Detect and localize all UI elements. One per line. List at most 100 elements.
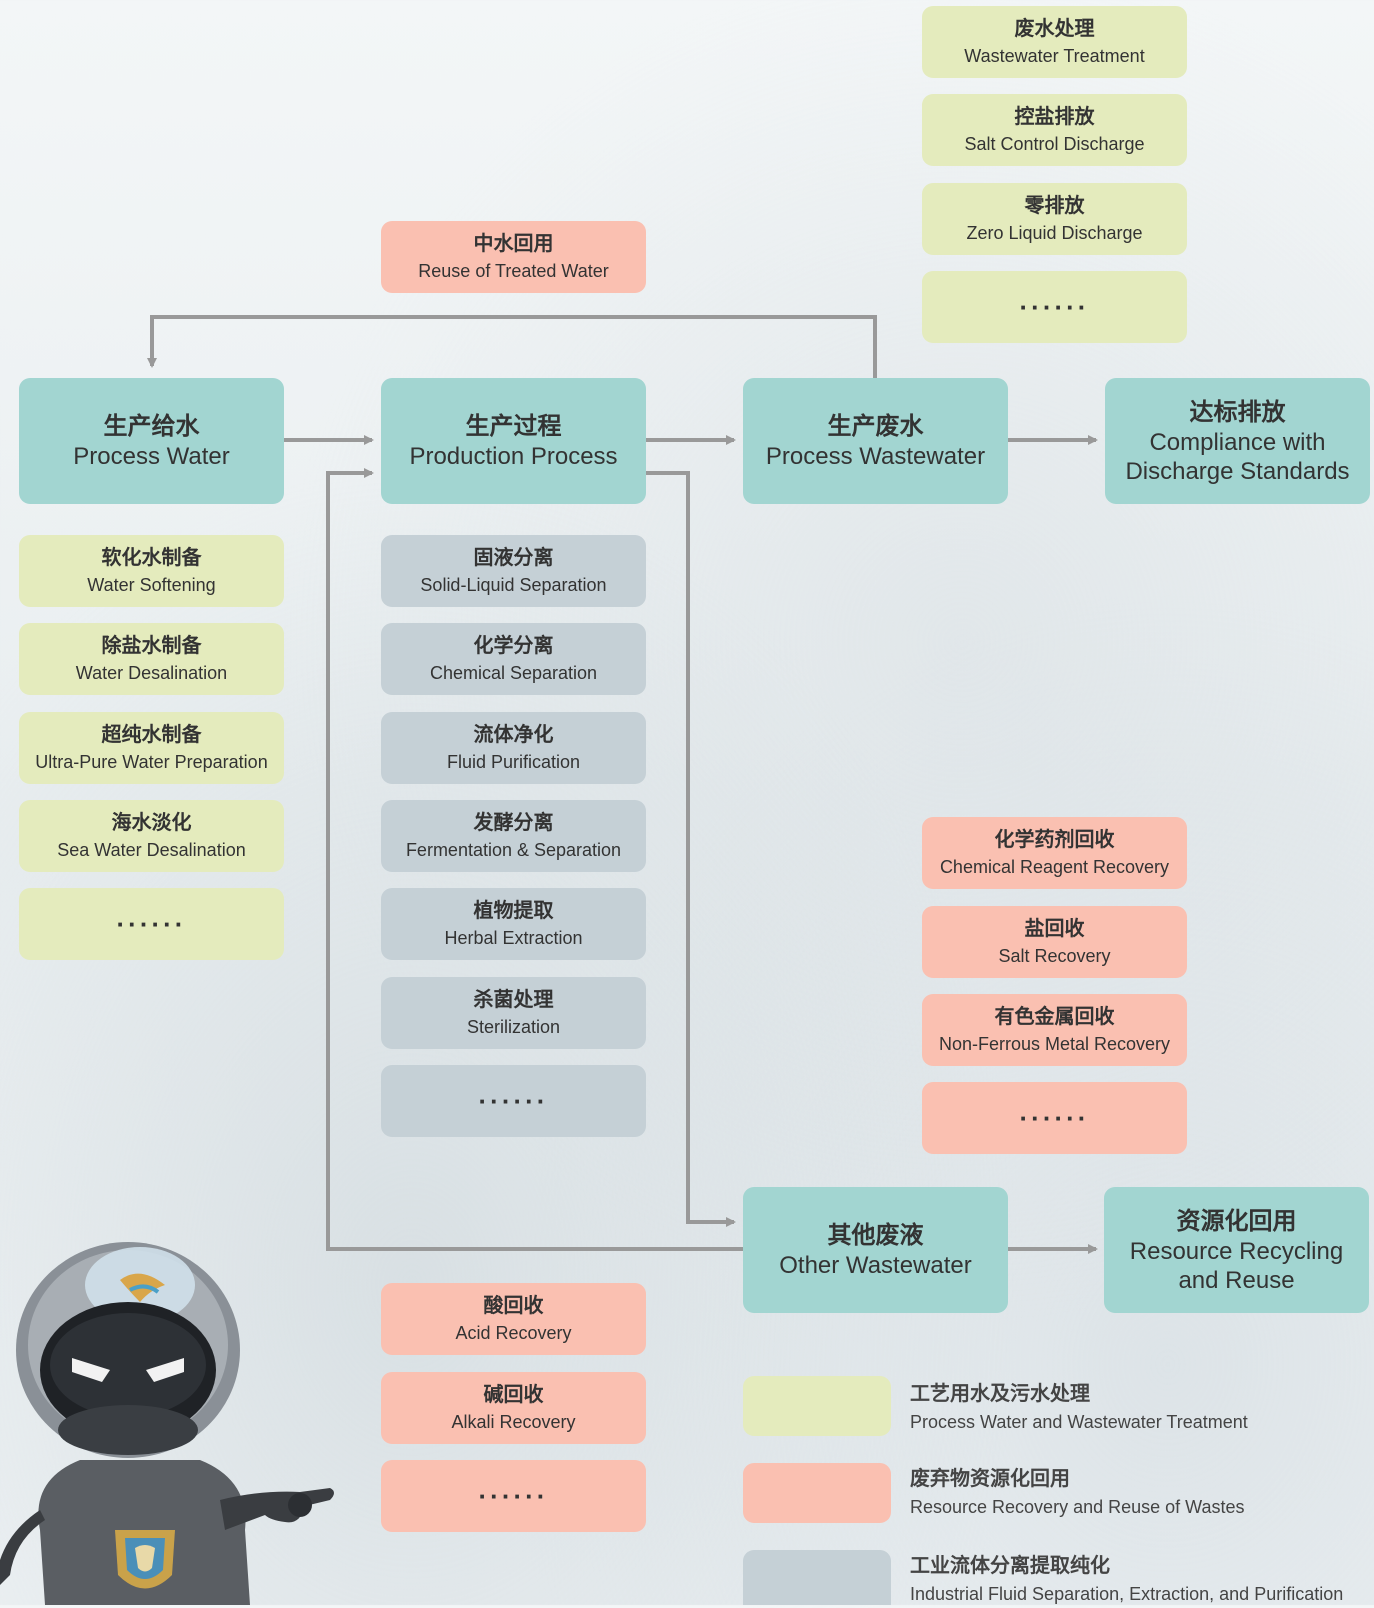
node-process-wastewater: 生产废水 Process Wastewater bbox=[743, 378, 1008, 504]
node-en-label: Process Water bbox=[73, 443, 230, 470]
box-cn-label: 软化水制备 bbox=[101, 547, 202, 569]
wastewater-option: 零排放 Zero Liquid Discharge bbox=[922, 183, 1187, 255]
node-cn-label: 生产给水 bbox=[103, 413, 200, 440]
recovery-item: 化学药剂回收 Chemical Reagent Recovery bbox=[922, 817, 1187, 889]
node-cn-label: 生产废水 bbox=[827, 413, 924, 440]
water-prep-item: 超纯水制备 Ultra-Pure Water Preparation bbox=[19, 712, 284, 784]
box-cn-label: 化学分离 bbox=[473, 635, 554, 657]
node-process-water: 生产给水 Process Water bbox=[19, 378, 284, 504]
box-en-label: Water Softening bbox=[87, 575, 216, 595]
box-en-label: Fermentation & Separation bbox=[405, 840, 622, 860]
box-cn-label: 碱回收 bbox=[483, 1384, 544, 1406]
box-en-label: Non-Ferrous Metal Recovery bbox=[938, 1034, 1171, 1054]
legend-entry: 废弃物资源化回用 Resource Recovery and Reuse of … bbox=[910, 1465, 1245, 1521]
separation-item: 杀菌处理 Sterilization bbox=[381, 977, 646, 1049]
reuse-loop-arrow bbox=[147, 315, 877, 378]
box-en-label: Acid Recovery bbox=[455, 1323, 572, 1343]
box-cn-label: 零排放 bbox=[1024, 195, 1085, 217]
box-cn-label: 化学药剂回收 bbox=[994, 829, 1115, 851]
node-resource-recycling: 资源化回用 Resource Recycling and Reuse bbox=[1104, 1187, 1369, 1313]
box-en-label: Herbal Extraction bbox=[444, 928, 583, 948]
wastewater-option: 控盐排放 Salt Control Discharge bbox=[922, 94, 1187, 166]
node-en-label: Compliance with Discharge Standards bbox=[1125, 428, 1350, 485]
node-en-label: Resource Recycling and Reuse bbox=[1129, 1237, 1344, 1294]
box-en-label: Chemical Separation bbox=[429, 663, 598, 683]
water-prep-item: 除盐水制备 Water Desalination bbox=[19, 623, 284, 695]
recovery-item: 碱回收 Alkali Recovery bbox=[381, 1372, 646, 1444]
box-en-label: Wastewater Treatment bbox=[964, 46, 1145, 66]
separation-item: 固液分离 Solid-Liquid Separation bbox=[381, 535, 646, 607]
box-en-label: Sea Water Desalination bbox=[57, 840, 246, 860]
box-cn-label: 中水回用 bbox=[473, 233, 554, 255]
legend-en-label: Resource Recovery and Reuse of Wastes bbox=[910, 1497, 1245, 1517]
water-prep-item: 软化水制备 Water Softening bbox=[19, 535, 284, 607]
box-cn-label: 废水处理 bbox=[1014, 18, 1095, 40]
legend-en-label: Process Water and Wastewater Treatment bbox=[910, 1412, 1248, 1432]
box-en-label: Reuse of Treated Water bbox=[418, 261, 609, 281]
recovery-more: ······ bbox=[922, 1082, 1187, 1154]
box-cn-label: 除盐水制备 bbox=[101, 635, 202, 657]
legend-cn-label: 废弃物资源化回用 bbox=[910, 1468, 1070, 1490]
box-en-label: Salt Recovery bbox=[998, 946, 1111, 966]
ellipsis-label: ······ bbox=[478, 1086, 549, 1116]
recovery-more: ······ bbox=[381, 1460, 646, 1532]
node-compliance: 达标排放 Compliance with Discharge Standards bbox=[1105, 378, 1370, 504]
box-cn-label: 杀菌处理 bbox=[473, 989, 554, 1011]
node-cn-label: 生产过程 bbox=[465, 413, 562, 440]
legend-cn-label: 工业流体分离提取纯化 bbox=[910, 1555, 1110, 1577]
node-en-label: Other Wastewater bbox=[779, 1252, 972, 1279]
box-cn-label: 发酵分离 bbox=[473, 812, 554, 834]
node-en-label: Process Wastewater bbox=[765, 443, 986, 470]
wastewater-option: 废水处理 Wastewater Treatment bbox=[922, 6, 1187, 78]
box-cn-label: 有色金属回收 bbox=[994, 1006, 1115, 1028]
legend-en-label: Industrial Fluid Separation, Extraction,… bbox=[910, 1584, 1344, 1604]
box-cn-label: 流体净化 bbox=[473, 724, 554, 746]
ellipsis-label: ······ bbox=[1019, 1103, 1090, 1133]
box-cn-label: 固液分离 bbox=[473, 547, 554, 569]
separation-more: ······ bbox=[381, 1065, 646, 1137]
node-cn-label: 其他废液 bbox=[827, 1222, 924, 1249]
legend-entry: 工艺用水及污水处理 Process Water and Wastewater T… bbox=[910, 1380, 1248, 1436]
reuse-treated-water-box: 中水回用 Reuse of Treated Water bbox=[381, 221, 646, 293]
ellipsis-label: ······ bbox=[1019, 292, 1090, 322]
node-cn-label: 资源化回用 bbox=[1176, 1207, 1297, 1235]
box-cn-label: 超纯水制备 bbox=[101, 724, 202, 746]
arrow-production-to-other bbox=[646, 471, 736, 1227]
separation-item: 发酵分离 Fermentation & Separation bbox=[381, 800, 646, 872]
box-en-label: Sterilization bbox=[466, 1017, 561, 1037]
box-cn-label: 酸回收 bbox=[483, 1295, 544, 1317]
robot-mascot-illustration bbox=[0, 1242, 334, 1605]
legend-swatch-grey bbox=[743, 1550, 891, 1605]
node-cn-label: 达标排放 bbox=[1189, 398, 1286, 426]
node-production-process: 生产过程 Production Process bbox=[381, 378, 646, 504]
wastewater-option-more: ······ bbox=[922, 271, 1187, 343]
box-en-label: Water Desalination bbox=[75, 663, 228, 683]
water-prep-more: ······ bbox=[19, 888, 284, 960]
box-cn-label: 控盐排放 bbox=[1014, 106, 1095, 128]
box-en-label: Fluid Purification bbox=[446, 752, 581, 772]
box-en-label: Salt Control Discharge bbox=[964, 134, 1145, 154]
separation-item: 化学分离 Chemical Separation bbox=[381, 623, 646, 695]
box-cn-label: 海水淡化 bbox=[111, 812, 192, 834]
legend-entry: 工业流体分离提取纯化 Industrial Fluid Separation, … bbox=[910, 1552, 1343, 1608]
box-en-label: Ultra-Pure Water Preparation bbox=[35, 752, 268, 772]
box-cn-label: 盐回收 bbox=[1024, 918, 1085, 940]
legend-swatch-pink bbox=[743, 1463, 891, 1523]
recovery-item: 酸回收 Acid Recovery bbox=[381, 1283, 646, 1355]
separation-item: 流体净化 Fluid Purification bbox=[381, 712, 646, 784]
box-en-label: Solid-Liquid Separation bbox=[420, 575, 607, 595]
water-prep-item: 海水淡化 Sea Water Desalination bbox=[19, 800, 284, 872]
node-other-wastewater: 其他废液 Other Wastewater bbox=[743, 1187, 1008, 1313]
box-en-label: Alkali Recovery bbox=[451, 1412, 576, 1432]
separation-item: 植物提取 Herbal Extraction bbox=[381, 888, 646, 960]
ellipsis-label: ······ bbox=[478, 1481, 549, 1511]
box-en-label: Zero Liquid Discharge bbox=[966, 223, 1143, 243]
legend-cn-label: 工艺用水及污水处理 bbox=[910, 1383, 1090, 1405]
box-cn-label: 植物提取 bbox=[473, 900, 554, 922]
ellipsis-label: ······ bbox=[116, 909, 187, 939]
recovery-item: 盐回收 Salt Recovery bbox=[922, 906, 1187, 978]
node-en-label: Production Process bbox=[409, 443, 618, 470]
recovery-item: 有色金属回收 Non-Ferrous Metal Recovery bbox=[922, 994, 1187, 1066]
legend-swatch-green bbox=[743, 1376, 891, 1436]
box-en-label: Chemical Reagent Recovery bbox=[939, 857, 1170, 877]
